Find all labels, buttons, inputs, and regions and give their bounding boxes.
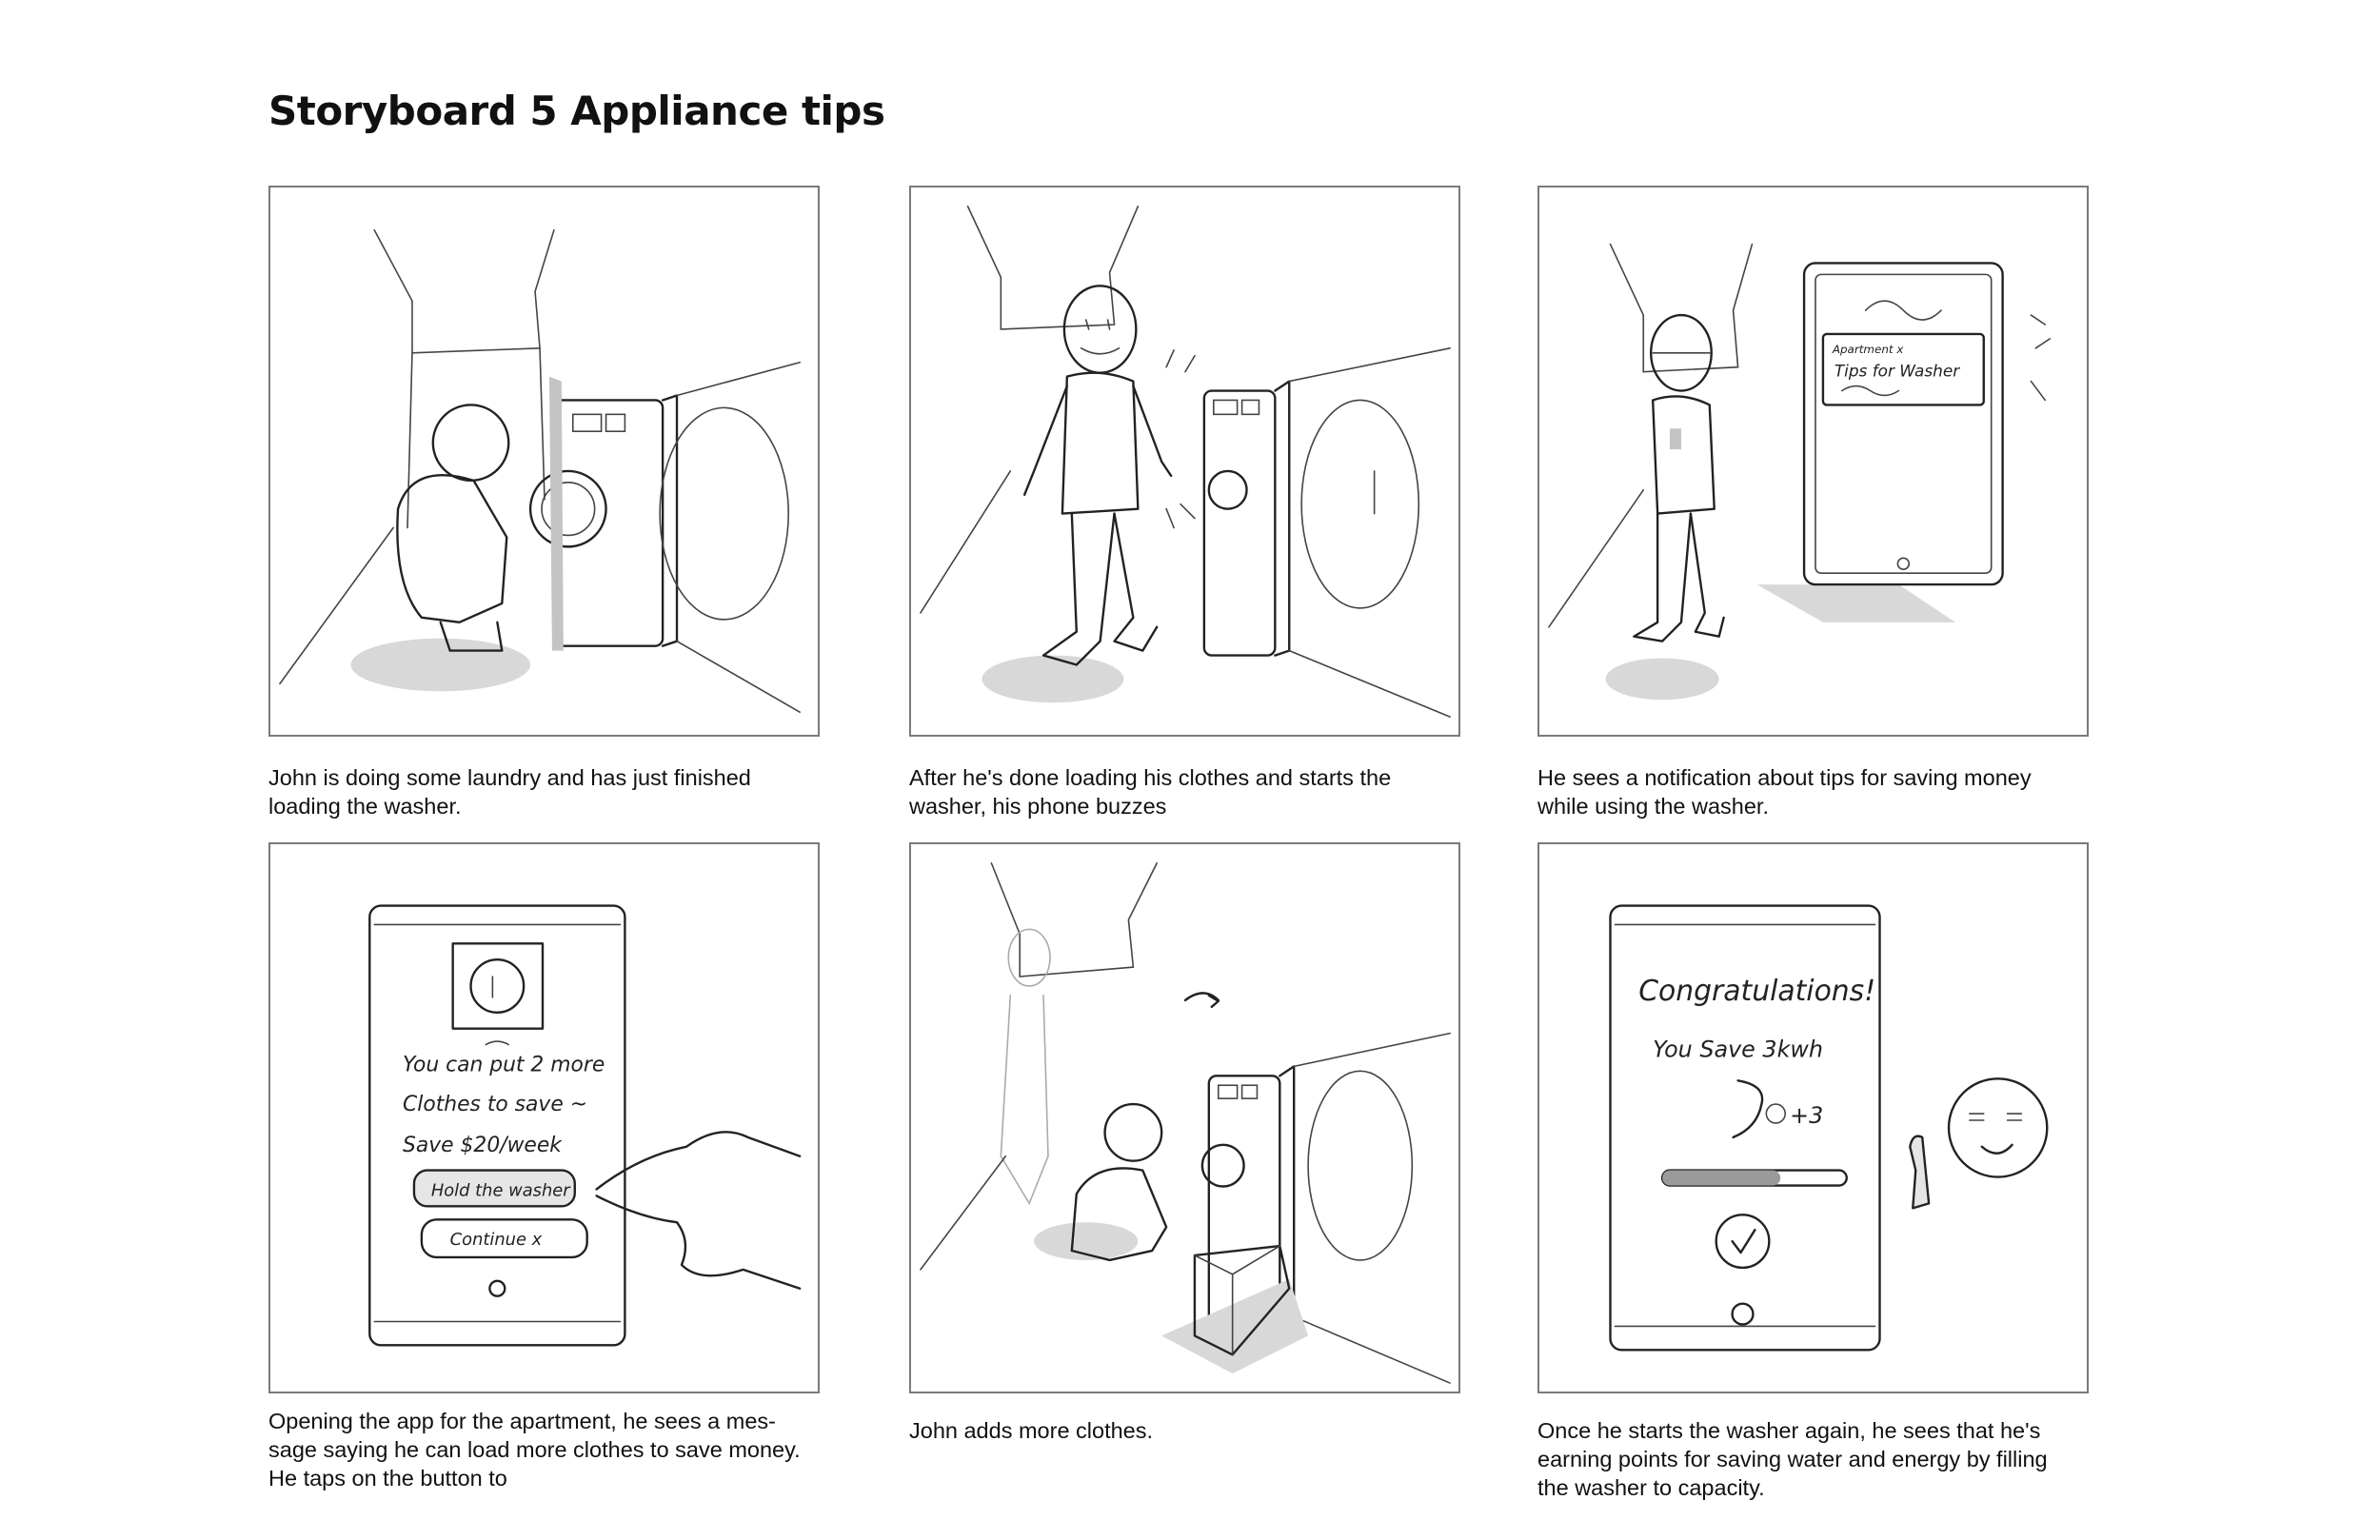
p4-continue-button: Continue x xyxy=(450,1230,543,1250)
p6-congrats-text: Congratulations! xyxy=(1638,975,1875,1008)
panel-1-sketch xyxy=(279,228,801,713)
panel-5-sketch xyxy=(920,862,1451,1384)
panel-3-sketch: Apartment x Tips for Washer xyxy=(1548,243,2052,701)
storyboard-panel-3: Apartment x Tips for Washer xyxy=(1537,186,2089,737)
storyboard-panel-1 xyxy=(268,186,820,737)
page-title: Storyboard 5 Appliance tips xyxy=(268,88,885,134)
p4-message-line-2: Clothes to save ~ xyxy=(403,1093,587,1116)
panel-6-caption: Once he starts the washer again, he sees… xyxy=(1537,1418,2048,1500)
p6-points-text: +3 xyxy=(1790,1102,1823,1129)
p3-notification-title: Tips for Washer xyxy=(1835,362,1960,381)
p6-saved-energy-text: You Save 3kwh xyxy=(1653,1036,1823,1062)
p4-message-line-1: You can put 2 more xyxy=(403,1053,605,1076)
panel-5-caption: John adds more clothes. xyxy=(909,1418,1154,1443)
panel-6-sketch: Congratulations! You Save 3kwh +3 xyxy=(1609,904,2049,1352)
storyboard-panel-2 xyxy=(909,186,1460,737)
p4-message-line-3: Save $20/week xyxy=(403,1134,563,1157)
storyboard-panel-6: Congratulations! You Save 3kwh +3 xyxy=(1537,842,2089,1393)
panel-1-caption: John is doing some laundry and has just … xyxy=(268,765,751,819)
panel-4-caption: Opening the app for the apartment, he se… xyxy=(268,1409,801,1491)
panel-2-sketch xyxy=(920,206,1451,718)
panel-4-sketch: You can put 2 more Clothes to save ~ Sav… xyxy=(368,904,802,1347)
storyboard-panel-5 xyxy=(909,842,1460,1393)
storyboard-panel-4: You can put 2 more Clothes to save ~ Sav… xyxy=(268,842,820,1393)
panel-3-caption: He sees a notification about tips for sa… xyxy=(1537,765,2032,819)
p4-hold-washer-button: Hold the washer xyxy=(431,1180,571,1200)
panel-2-caption: After he's done loading his clothes and … xyxy=(909,765,1392,819)
p6-progress-fill xyxy=(1662,1170,1781,1186)
p3-notification-app: Apartment x xyxy=(1832,343,1904,356)
